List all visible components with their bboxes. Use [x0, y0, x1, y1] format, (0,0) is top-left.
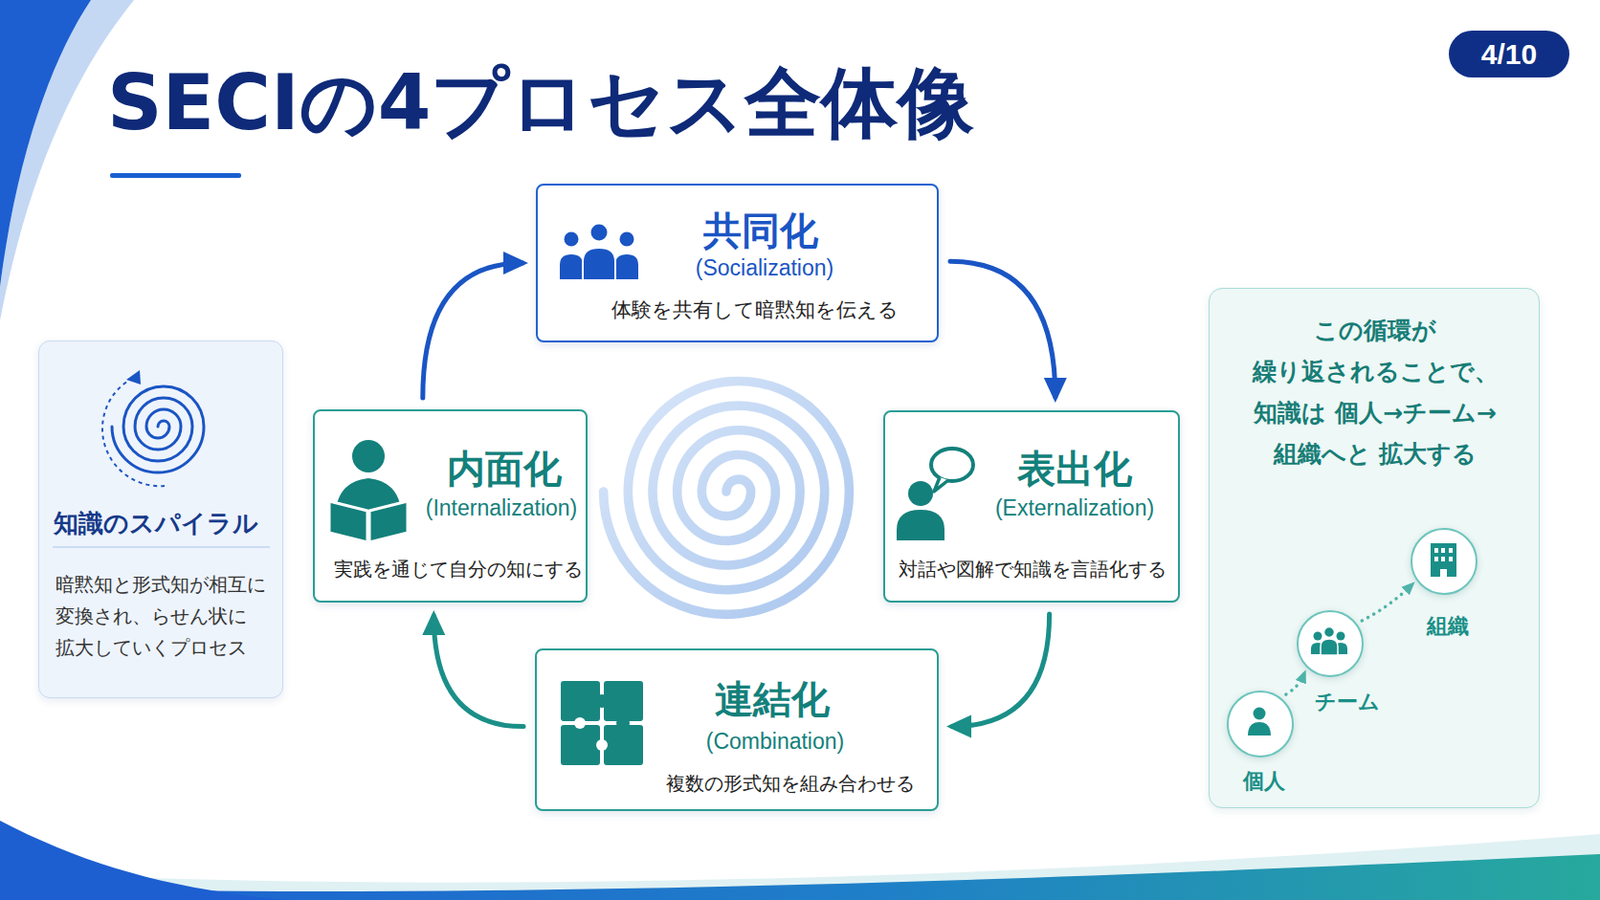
process-box: 内面化(Internalization)実践を通じて自分の知にする — [312, 409, 588, 603]
corner-swoosh — [0, 0, 91, 288]
central-spiral — [603, 380, 850, 615]
bottom-wave — [0, 854, 1600, 900]
process-english: (Socialization) — [477, 255, 1052, 283]
page-number: 4/10 — [1222, 37, 1600, 72]
process-title: 内面化 — [217, 445, 792, 492]
cycle-arrow — [433, 616, 524, 728]
bottom-wave-light — [0, 834, 1600, 900]
cycle-arrow — [950, 261, 1056, 398]
title-underline — [110, 173, 242, 178]
panel-message: この循環が 繰り返されることで、 知識は 個人→チーム→組織へと 拡大する — [1231, 310, 1519, 475]
stage-label: チーム — [1060, 689, 1600, 715]
bottom-swoosh — [0, 821, 288, 900]
cycle-arrow — [952, 614, 1050, 728]
stage-circle: 組織 — [1410, 528, 1478, 596]
page-title: SECIの4プロセス全体像 — [107, 57, 975, 150]
process-box: 共同化(Socialization)体験を共有して暗黙知を伝える — [535, 183, 939, 343]
stage-circle: 個人 — [1226, 690, 1294, 758]
info-panel: この循環が 繰り返されることで、 知識は 個人→チーム→組織へと 拡大する個人チ… — [1208, 288, 1540, 809]
info-panel: 知識のスパイラル暗黙知と形式知が相互に 変換され、らせん状に 拡大していくプロセ… — [38, 340, 284, 699]
stage-label: 個人 — [977, 769, 1552, 795]
panel-body: 暗黙知と形式知が相互に 変換され、らせん状に 拡大していくプロセス — [55, 569, 282, 665]
panel-title: 知識のスパイラル — [53, 509, 284, 539]
cycle-arrow — [422, 263, 523, 399]
process-box: 表出化(Externalization)対話や図解で知識を言語化する — [883, 410, 1180, 603]
process-title: 共同化 — [473, 207, 1048, 254]
process-title: 連結化 — [485, 676, 1060, 723]
page-indicator: 4/10 — [1448, 30, 1570, 78]
process-english: (Combination) — [488, 729, 1063, 756]
process-box: 連結化(Combination)複数の形式知を組み合わせる — [534, 648, 939, 812]
process-description: 体験を共有して暗黙知を伝える — [467, 298, 1043, 323]
spiral-path — [603, 380, 850, 615]
process-english: (Internalization) — [214, 495, 789, 523]
corner-swoosh-light — [0, 0, 134, 321]
stage-label: 組織 — [1160, 614, 1600, 640]
process-description: 複数の形式知を組み合わせる — [503, 772, 1078, 796]
stage-circle: チーム — [1296, 610, 1364, 678]
